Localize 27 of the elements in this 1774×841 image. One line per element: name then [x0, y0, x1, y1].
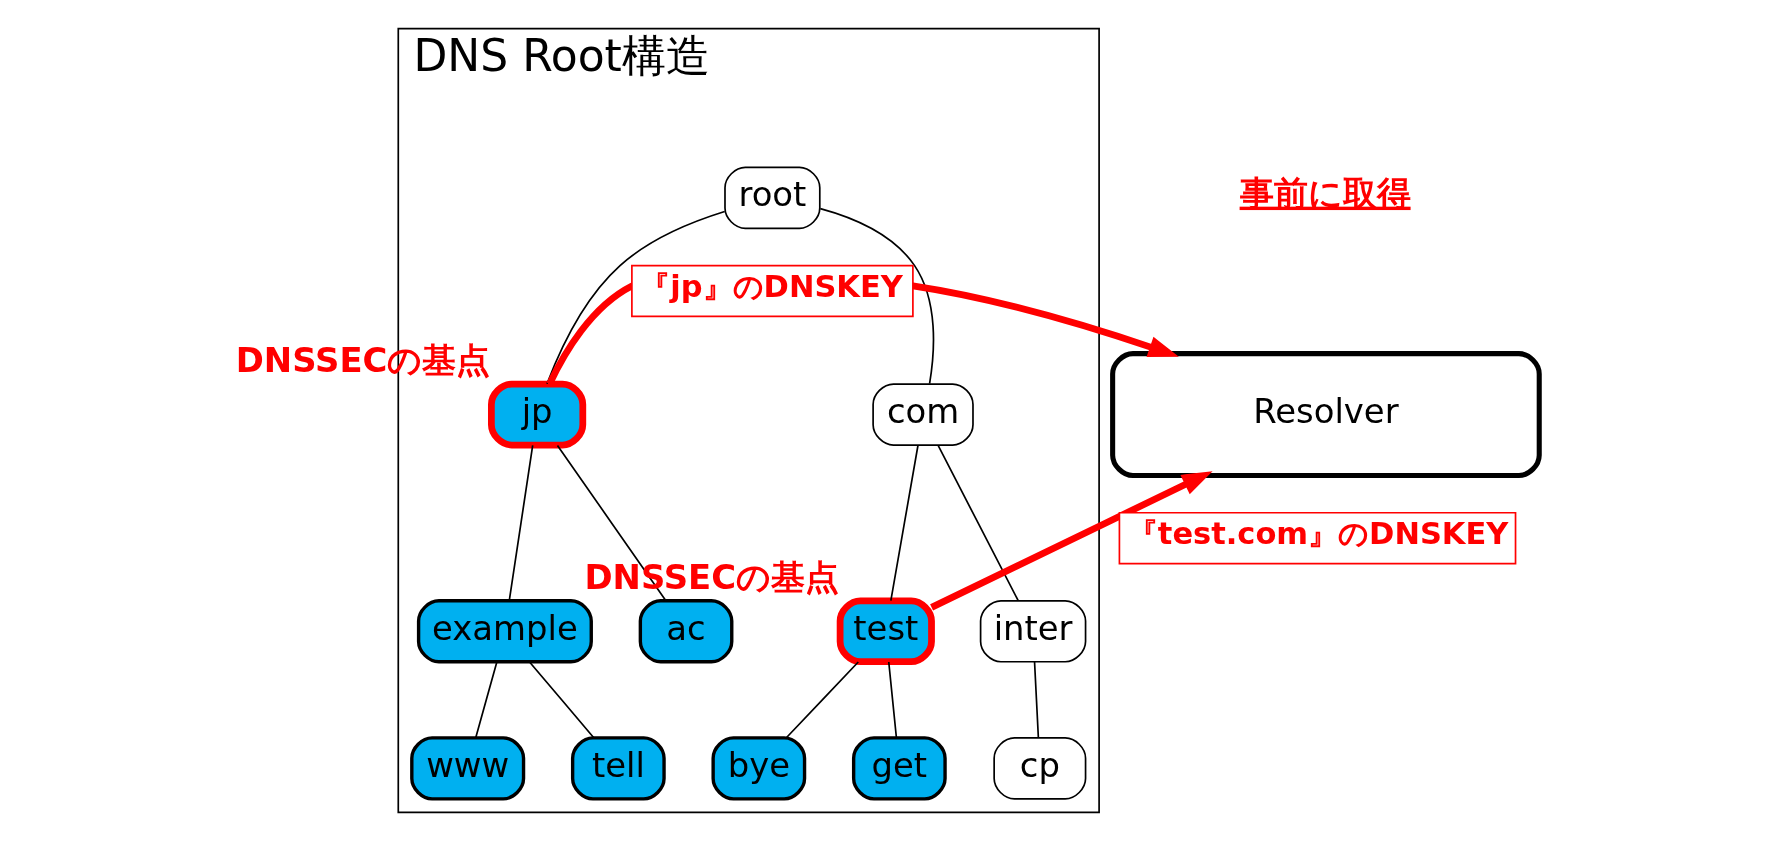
- node-box: test: [836, 597, 935, 666]
- node-box: tell: [570, 736, 666, 801]
- node-box: bye: [710, 736, 806, 801]
- node-box: jp: [487, 380, 586, 449]
- edge-label: 『jp』のDNSKEY: [639, 268, 903, 304]
- arrow: [929, 471, 1213, 611]
- node-box: com: [871, 383, 974, 446]
- connector: [887, 661, 897, 739]
- connector: [507, 444, 534, 602]
- node-box: ac: [638, 599, 733, 664]
- node-box: example: [416, 599, 593, 664]
- connector: [528, 661, 595, 739]
- connector: [785, 661, 859, 739]
- connector: [819, 207, 934, 385]
- node-box: www: [409, 736, 525, 801]
- node-box: root: [723, 166, 821, 230]
- edge-label: 『test.com』のDNSKEY: [1127, 515, 1508, 551]
- connector: [545, 210, 725, 385]
- connector: [1033, 661, 1039, 739]
- node-box: get: [851, 736, 947, 801]
- connector: [474, 661, 498, 739]
- connector: [889, 444, 919, 602]
- connector: [936, 444, 1019, 602]
- node-box: cp: [992, 737, 1086, 800]
- node-box: inter: [979, 599, 1086, 663]
- label: 事前に取得: [1239, 173, 1411, 213]
- node-box: Resolver: [1109, 351, 1542, 479]
